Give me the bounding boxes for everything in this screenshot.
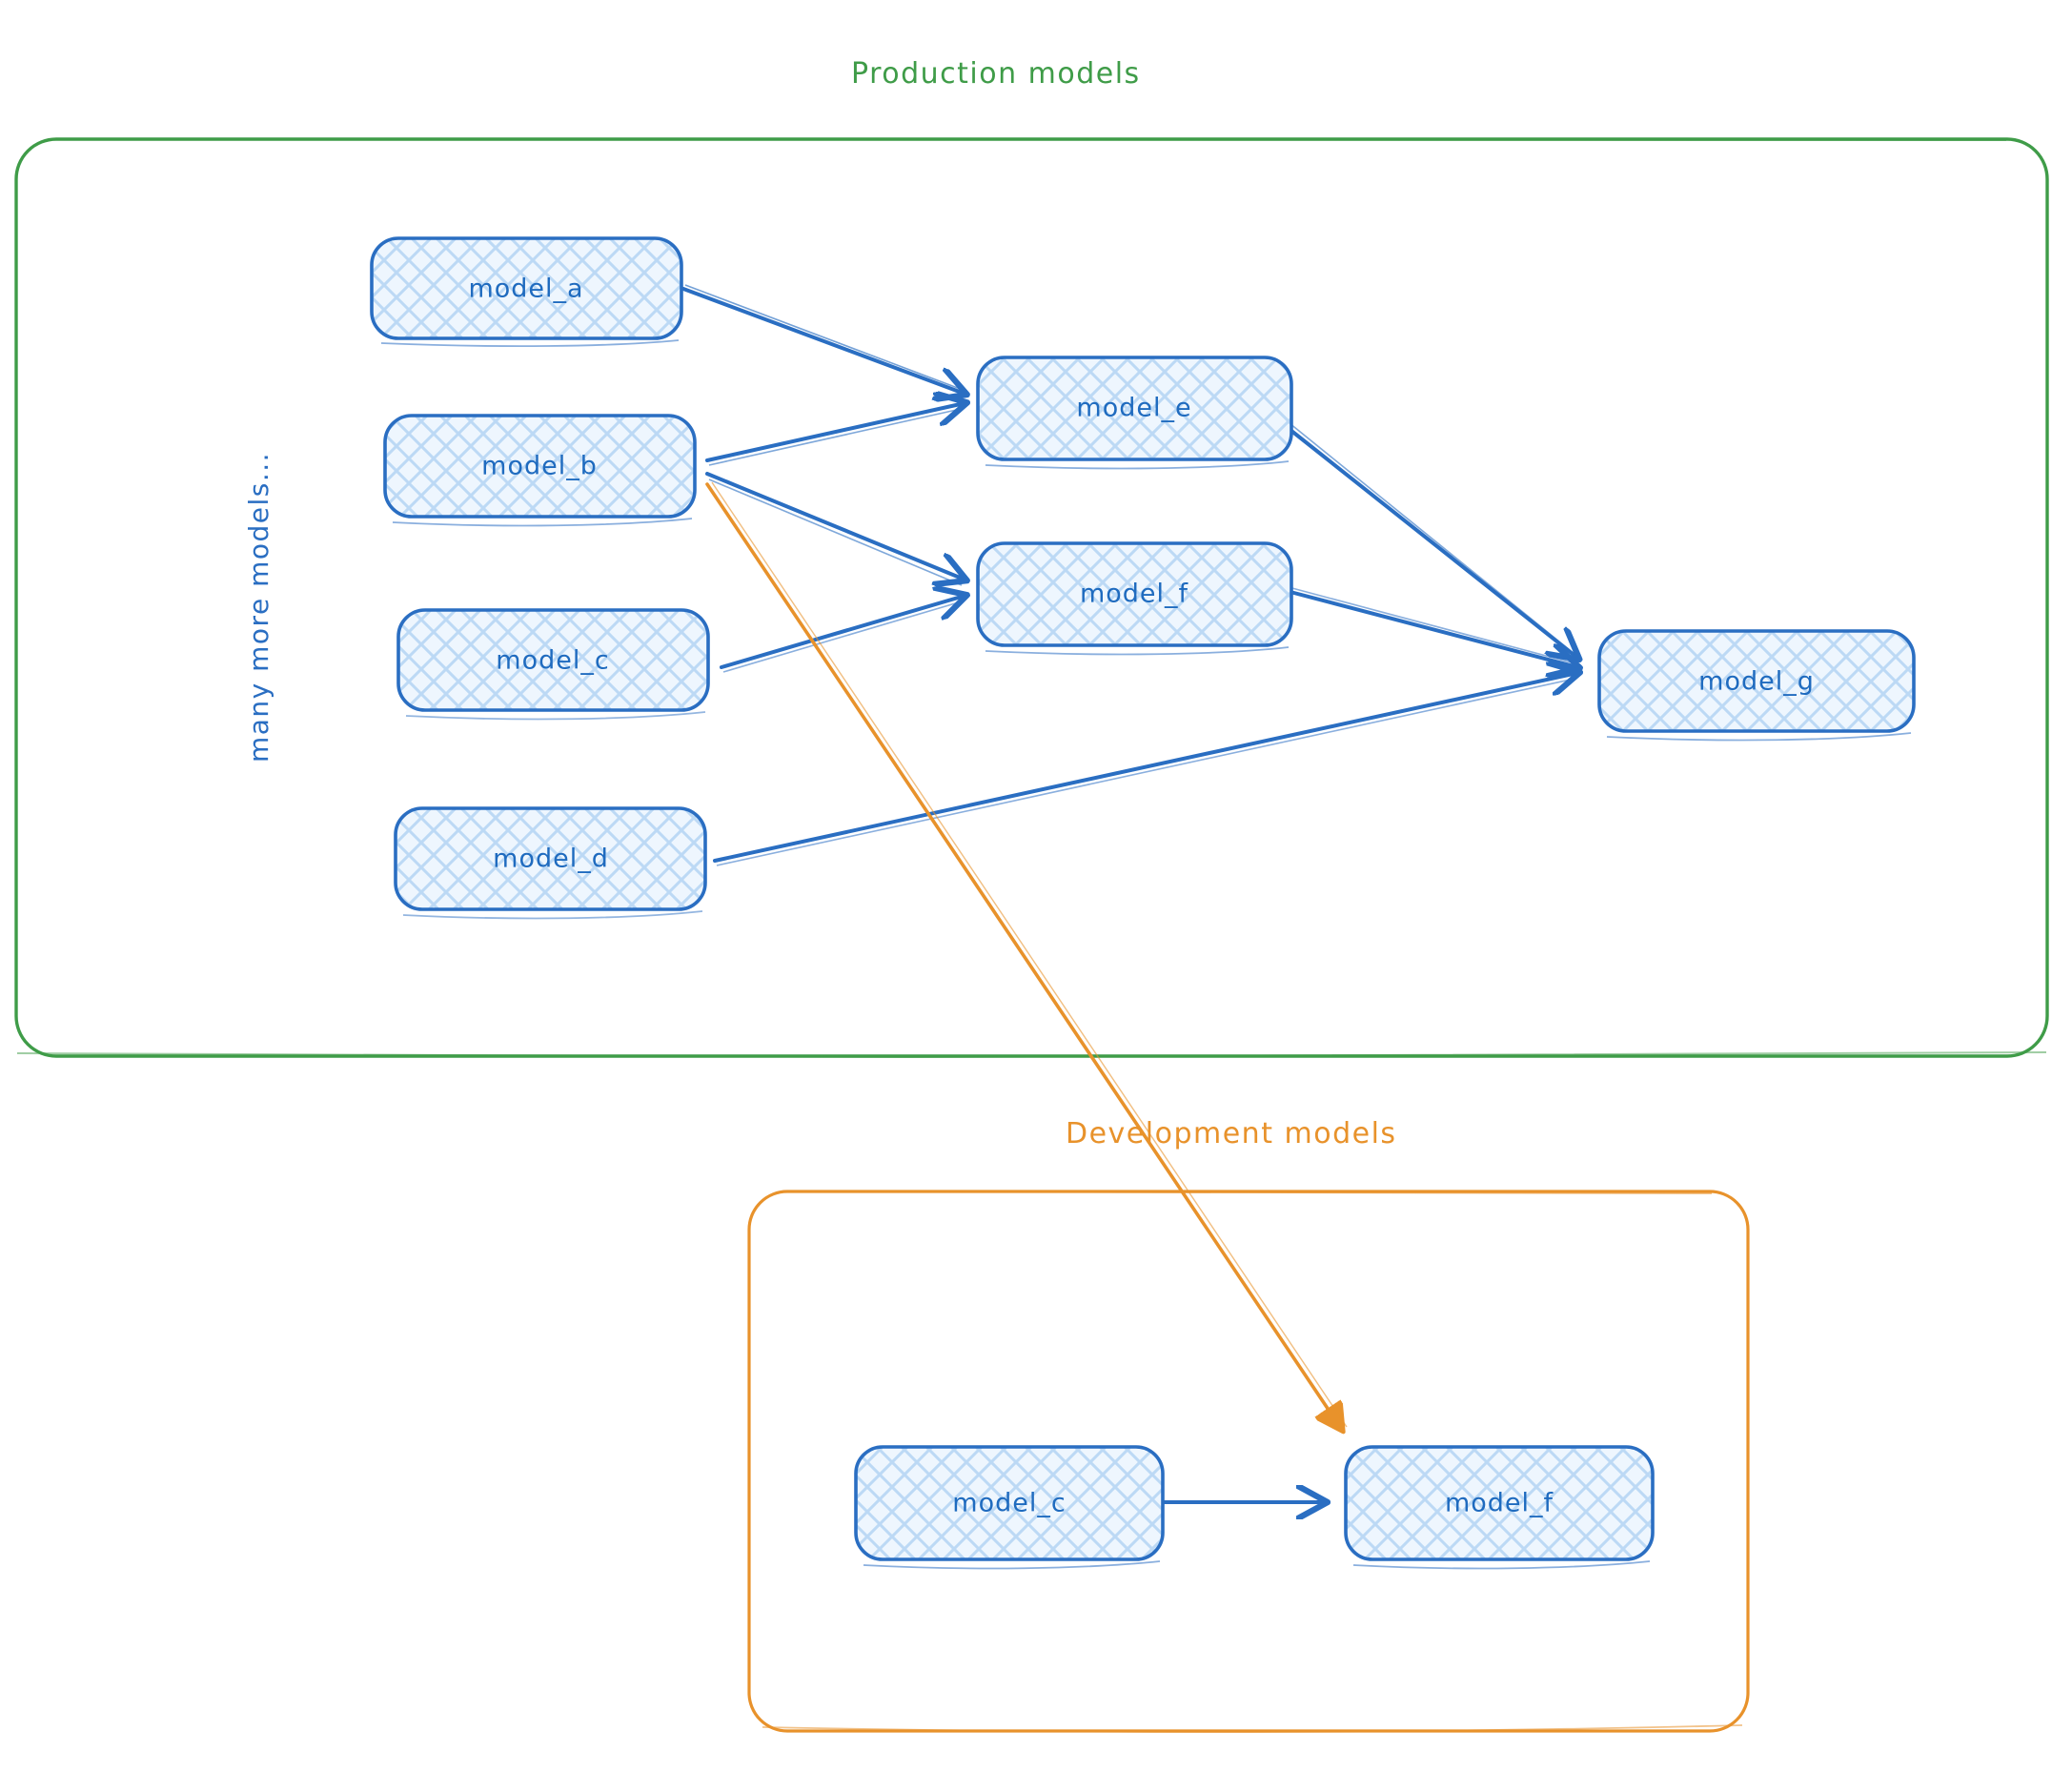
edge-model-b-to-model-f xyxy=(705,472,965,585)
edge-model-b-to-model-e xyxy=(705,403,965,466)
edge-model-d-to-model-g xyxy=(713,673,1577,866)
node-prod-model-a[interactable] xyxy=(370,236,683,348)
development-group-title: Development models xyxy=(1066,1117,1397,1150)
production-group-title: Production models xyxy=(851,57,1141,91)
edge-model-c-to-model-f xyxy=(720,596,965,673)
edge-model-f-to-model-g xyxy=(1285,586,1577,667)
node-prod-model-f[interactable] xyxy=(976,541,1293,656)
node-prod-model-c[interactable] xyxy=(396,608,710,721)
edge-model-a-to-model-e xyxy=(681,284,965,394)
node-dev-model-c[interactable] xyxy=(854,1445,1165,1570)
development-container xyxy=(747,1190,1750,1733)
node-prod-model-b[interactable] xyxy=(383,414,697,527)
edge-prod-model-b-to-dev-model-f xyxy=(705,481,1348,1430)
node-prod-model-g[interactable] xyxy=(1597,629,1916,742)
node-prod-model-d[interactable] xyxy=(394,806,707,920)
many-more-models-note: many more models... xyxy=(243,451,274,763)
node-dev-model-f[interactable] xyxy=(1344,1445,1655,1570)
production-container xyxy=(14,137,2049,1059)
edge-model-e-to-model-g xyxy=(1285,422,1577,658)
node-prod-model-e[interactable] xyxy=(976,356,1293,470)
